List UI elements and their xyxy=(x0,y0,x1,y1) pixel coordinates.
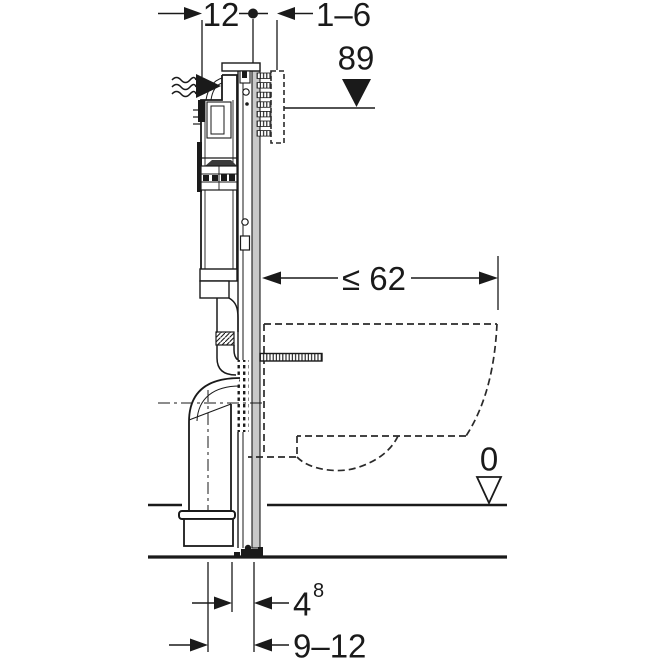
fixing-slot xyxy=(239,235,251,251)
frame-foot xyxy=(234,544,263,556)
arrowhead-left-icon xyxy=(277,7,295,20)
valve-block xyxy=(212,175,218,181)
dimension-wall-finish: 1–6 xyxy=(239,0,371,70)
floor-level-marker: 0 xyxy=(475,441,503,506)
valve-block xyxy=(229,174,235,181)
actuator-plate-dashed-box xyxy=(270,70,285,144)
elbow-inner-arc xyxy=(196,385,241,422)
elbow-outer-edge xyxy=(188,377,241,511)
tank-bottom-neck xyxy=(199,280,230,299)
foot-plate xyxy=(241,549,258,556)
elbow-joint-line xyxy=(188,403,232,421)
actuation-height-marker: 89 xyxy=(284,40,375,109)
fixing-hole xyxy=(242,88,250,96)
water-wave-icon xyxy=(171,90,197,98)
push-rod xyxy=(256,130,272,137)
floor-level-label: 0 xyxy=(480,441,498,478)
wc-pan-dashed-outline xyxy=(248,323,498,472)
foot-tab xyxy=(234,552,240,556)
cistern-lid-curve xyxy=(210,82,223,101)
fixing-dot xyxy=(245,102,249,106)
floor-lines xyxy=(148,503,507,559)
valve-block xyxy=(203,175,209,181)
bottom-extension-lines xyxy=(207,562,255,652)
water-supply xyxy=(171,74,221,98)
hanger-bolt-head xyxy=(242,71,247,78)
arrowhead-right-icon xyxy=(214,596,232,610)
protection-corner xyxy=(198,100,205,122)
cistern-lid-curve xyxy=(205,77,223,101)
push-rod xyxy=(256,82,272,89)
push-rod xyxy=(256,111,272,118)
cistern xyxy=(193,74,238,299)
flush-pipe-edge xyxy=(228,297,239,332)
dimension-label-outlet-height: 9–12 xyxy=(293,628,366,660)
flush-valve-cap xyxy=(205,160,237,166)
dimension-outlet-offset: 4 8 xyxy=(192,580,324,623)
cistern-outline xyxy=(222,74,238,269)
water-supply-arrow-icon xyxy=(196,74,221,98)
arrowhead-left-icon xyxy=(254,638,272,652)
socket-flange xyxy=(178,510,236,520)
dimension-frame-depth: 12 xyxy=(158,0,239,77)
dimension-label-pan-depth: ≤ 62 xyxy=(342,260,406,297)
foot-bracket xyxy=(258,547,263,556)
flush-pipe-edge xyxy=(216,345,237,376)
pan-trap-curve xyxy=(296,435,399,472)
fixing-hole xyxy=(241,218,249,226)
threaded-rod xyxy=(259,352,323,362)
arrowhead-right-icon xyxy=(190,638,208,652)
dimension-label-frame-depth: 12 xyxy=(203,0,240,33)
water-wave-icon xyxy=(171,76,197,84)
drain-elbow xyxy=(158,377,263,545)
dimension-outlet-height: 9–12 xyxy=(169,628,366,660)
push-rod xyxy=(256,101,272,108)
pan-mounting-step xyxy=(248,436,298,458)
rail-top-bracket xyxy=(221,62,261,72)
level-marker-filled-triangle-icon xyxy=(342,79,371,107)
drain-socket xyxy=(178,510,236,547)
foot-bolt xyxy=(244,544,252,552)
outlet-connection-zone xyxy=(236,360,249,432)
threaded-rod-bar xyxy=(259,352,323,362)
dimension-pan-depth: ≤ 62 xyxy=(262,256,499,310)
push-rod xyxy=(256,91,272,99)
actuation-height-label: 89 xyxy=(338,40,375,77)
arrowhead-right-icon xyxy=(479,271,498,285)
push-rod xyxy=(256,72,272,79)
push-rod xyxy=(256,120,272,127)
arrowhead-left-icon xyxy=(262,271,281,285)
protection-edge xyxy=(197,142,202,192)
dimension-label-outlet-offset-sup: 8 xyxy=(313,580,324,602)
tank-bottom xyxy=(199,268,238,282)
flush-pipe-coupling xyxy=(215,331,235,346)
level-marker-open-triangle-icon xyxy=(475,476,503,506)
elbow-fill xyxy=(189,378,240,511)
dimension-label-wall-finish: 1–6 xyxy=(316,0,371,33)
socket-body xyxy=(183,518,234,547)
dimension-reference-dot-icon xyxy=(248,8,258,19)
pan-front-edge xyxy=(465,323,498,437)
dimension-label-outlet-offset: 4 xyxy=(293,586,311,623)
arrowhead-left-icon xyxy=(254,596,272,610)
actuator-plate-zone xyxy=(256,70,285,144)
valve-block xyxy=(221,174,227,181)
fill-valve-inner xyxy=(210,105,225,135)
water-wave-icon xyxy=(171,83,197,91)
arrowhead-right-icon xyxy=(184,7,202,20)
